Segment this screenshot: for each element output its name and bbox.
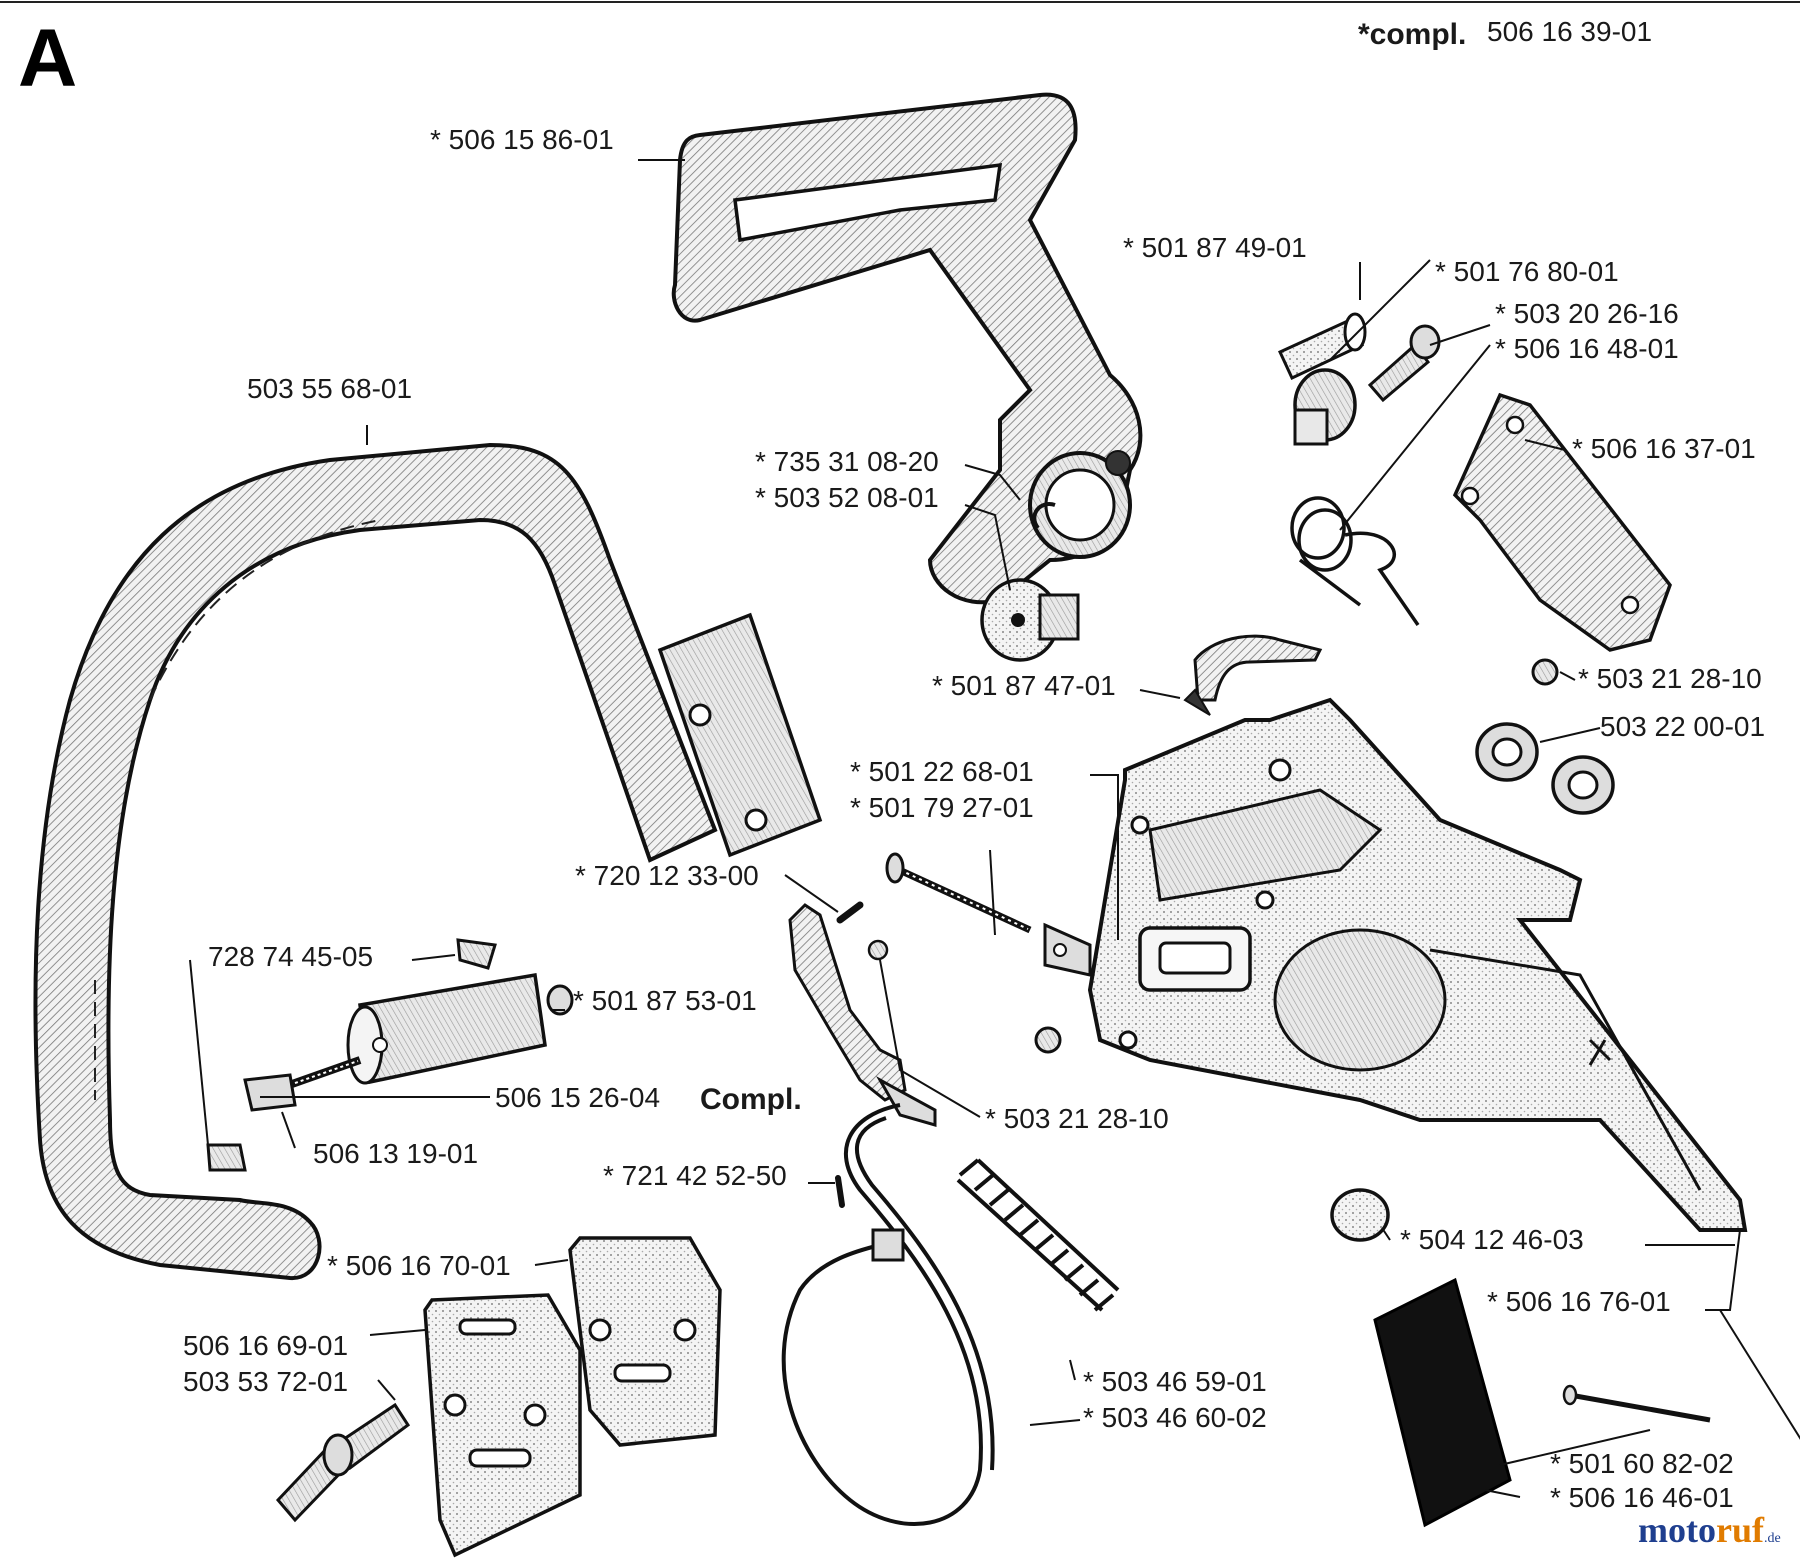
clutch-cover-drawing — [1087, 697, 1748, 1232]
part-label-plate-a[interactable]: * 506 16 70-01 — [327, 1250, 511, 1281]
part-label-bushing-b[interactable]: * 503 52 08-01 — [755, 482, 939, 513]
brake-band-drawing — [781, 1103, 995, 1526]
part-label-pin-b[interactable]: * 721 42 52-50 — [603, 1160, 787, 1191]
brake-spring-drawing — [956, 1158, 1120, 1312]
part-label-pad[interactable]: * 506 16 46-01 — [1550, 1482, 1734, 1513]
part-label-screw-c[interactable]: * 503 21 28-10 — [985, 1103, 1169, 1134]
part-label-plate-b[interactable]: 506 16 69-01 — [183, 1330, 349, 1361]
part-label-rubber-plug[interactable]: * 504 12 46-03 — [1400, 1224, 1584, 1255]
part-label-front-handle-bracket[interactable]: * 506 15 86-01 — [430, 124, 614, 155]
part-label-dog-screw[interactable]: 728 74 45-05 — [208, 941, 374, 972]
watermark-part-a: moto — [1638, 1510, 1716, 1550]
part-label-screw-a[interactable]: * 503 20 26-16 — [1495, 298, 1679, 329]
plate-a-drawing — [568, 1236, 722, 1447]
part-label-shaft-screw[interactable]: 506 13 19-01 — [313, 1138, 479, 1169]
rivet-drawing — [1562, 1384, 1711, 1423]
plate-b-drawing — [423, 1293, 582, 1558]
pin-b-drawing — [835, 1175, 845, 1208]
circlip-drawing — [1032, 502, 1056, 530]
stud-drawing — [275, 1402, 411, 1523]
section-letter: A — [18, 13, 78, 104]
part-label-cover-plate[interactable]: * 506 16 37-01 — [1572, 433, 1756, 464]
part-label-pin-a[interactable]: * 720 12 33-00 — [575, 860, 759, 891]
nut-drawing — [1475, 722, 1615, 815]
part-label-nut[interactable]: 503 22 00-01 — [1600, 711, 1766, 742]
bushing-b-drawing — [980, 578, 1080, 662]
part-label-screw-b[interactable]: * 503 21 28-10 — [1578, 663, 1762, 694]
watermark-part-b: ruf — [1715, 1510, 1764, 1550]
part-label-torsion-spring[interactable]: * 506 16 48-01 — [1495, 333, 1679, 364]
part-label-latch[interactable]: * 501 87 47-01 — [932, 670, 1116, 701]
part-label-tension-screw-b[interactable]: * 501 79 27-01 — [850, 792, 1034, 823]
part-label-bracket-pin[interactable]: * 501 87 49-01 — [1123, 232, 1307, 263]
part-label-lever[interactable]: * 501 87 53-01 — [573, 985, 757, 1016]
tension-screw-drawing — [885, 852, 1092, 977]
compl-number: 506 16 39-01 — [1487, 16, 1653, 47]
bushing-a-drawing — [1293, 368, 1357, 446]
muffler-assembly-drawing — [243, 972, 574, 1112]
front-handle-drawing — [33, 442, 823, 1281]
part-label-spring-a[interactable]: * 503 46 59-01 — [1083, 1366, 1267, 1397]
part-label-front-handle[interactable]: 503 55 68-01 — [247, 373, 413, 404]
watermark-part-c: .de — [1763, 1531, 1781, 1546]
hand-guard-drawing — [671, 92, 1143, 605]
screw-b-drawing — [1531, 658, 1559, 686]
torsion-spring-drawing — [1290, 496, 1420, 626]
compl-label: *compl. — [1358, 18, 1467, 51]
part-label-stud[interactable]: 503 53 72-01 — [183, 1366, 349, 1397]
part-label-rivet[interactable]: * 501 60 82-02 — [1550, 1448, 1734, 1479]
screw-a-drawing — [1367, 324, 1441, 403]
part-label-bushing-a[interactable]: * 501 76 80-01 — [1435, 256, 1619, 287]
part-label-spring-b[interactable]: * 503 46 60-02 — [1083, 1402, 1267, 1433]
pad-drawing — [1373, 1277, 1512, 1528]
rubber-plug-drawing — [1330, 1188, 1390, 1242]
watermark-logo: motoruf.de — [1638, 1512, 1781, 1548]
screw-c-drawing — [1034, 1026, 1062, 1054]
part-label-tension-screw-a[interactable]: * 501 22 68-01 — [850, 756, 1034, 787]
pin-a-drawing — [836, 901, 864, 924]
part-label-clutch-cover[interactable]: * 506 16 76-01 — [1487, 1286, 1671, 1317]
latch-drawing — [1183, 634, 1323, 716]
compl-word: Compl. — [700, 1083, 802, 1116]
leader-lines — [189, 159, 1800, 1498]
cover-plate-drawing — [1452, 392, 1672, 652]
part-label-circlip[interactable]: * 735 31 08-20 — [755, 446, 939, 477]
part-label-muffler-compl[interactable]: 506 15 26-04 — [495, 1082, 661, 1113]
dog-screw-drawing — [206, 938, 497, 1172]
lever-drawing — [788, 903, 937, 1127]
